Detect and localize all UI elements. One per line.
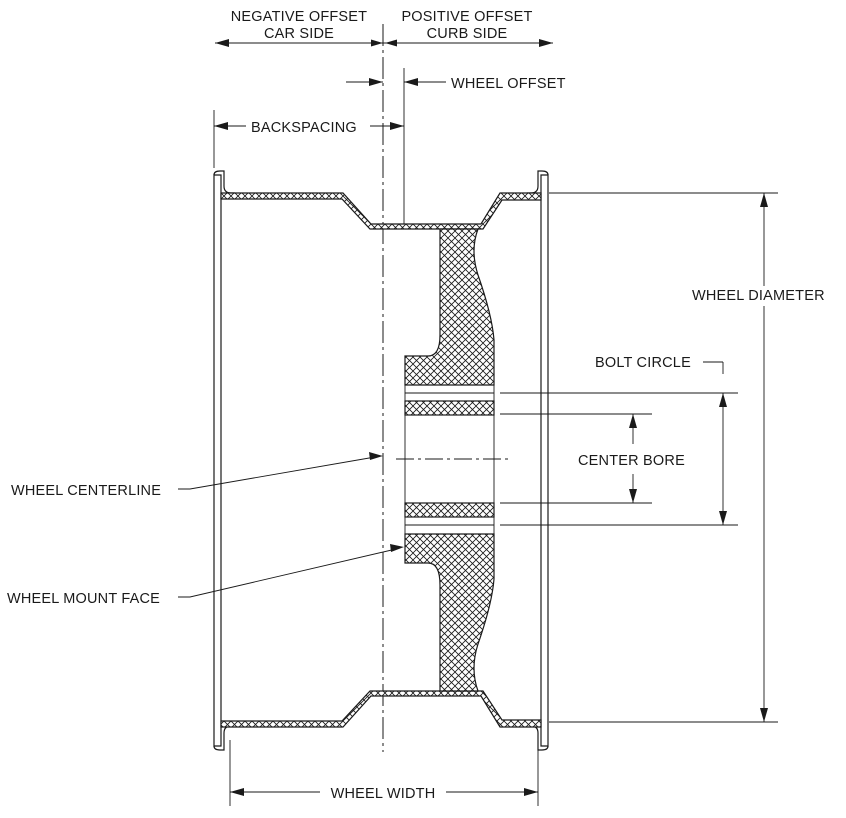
center-bore-label: CENTER BORE (578, 453, 685, 469)
positive-offset-label: POSITIVE OFFSET (401, 9, 532, 25)
wheel-diameter-label: WHEEL DIAMETER (692, 288, 825, 304)
bolt-circle-label: BOLT CIRCLE (595, 355, 691, 371)
wheel-diameter-dimension: WHEEL DIAMETER (549, 192, 825, 723)
wheel-disc-section (396, 228, 508, 692)
wheel-centerline-label: WHEEL CENTERLINE (11, 483, 161, 499)
wheel-width-label: WHEEL WIDTH (331, 786, 436, 802)
wheel-centerline-leader: WHEEL CENTERLINE (11, 452, 383, 499)
backspacing-dimension: BACKSPACING (213, 110, 404, 168)
wheel-rim-profile (213, 170, 549, 751)
curb-side-label: CURB SIDE (427, 26, 508, 42)
wheel-mount-face-leader: WHEEL MOUNT FACE (7, 544, 404, 607)
negative-offset-label: NEGATIVE OFFSET (231, 9, 367, 25)
backspacing-label: BACKSPACING (251, 120, 357, 136)
center-bore-dimension: CENTER BORE (500, 413, 685, 504)
wheel-offset-label: WHEEL OFFSET (451, 76, 566, 92)
wheel-width-dimension: WHEEL WIDTH (229, 740, 539, 806)
offset-direction-dimension: NEGATIVE OFFSET CAR SIDE POSITIVE OFFSET… (215, 9, 553, 47)
car-side-label: CAR SIDE (264, 26, 334, 42)
wheel-mount-face-label: WHEEL MOUNT FACE (7, 591, 160, 607)
bolt-circle-dimension: BOLT CIRCLE (500, 355, 738, 526)
wheel-offset-dimension: WHEEL OFFSET (346, 68, 566, 228)
